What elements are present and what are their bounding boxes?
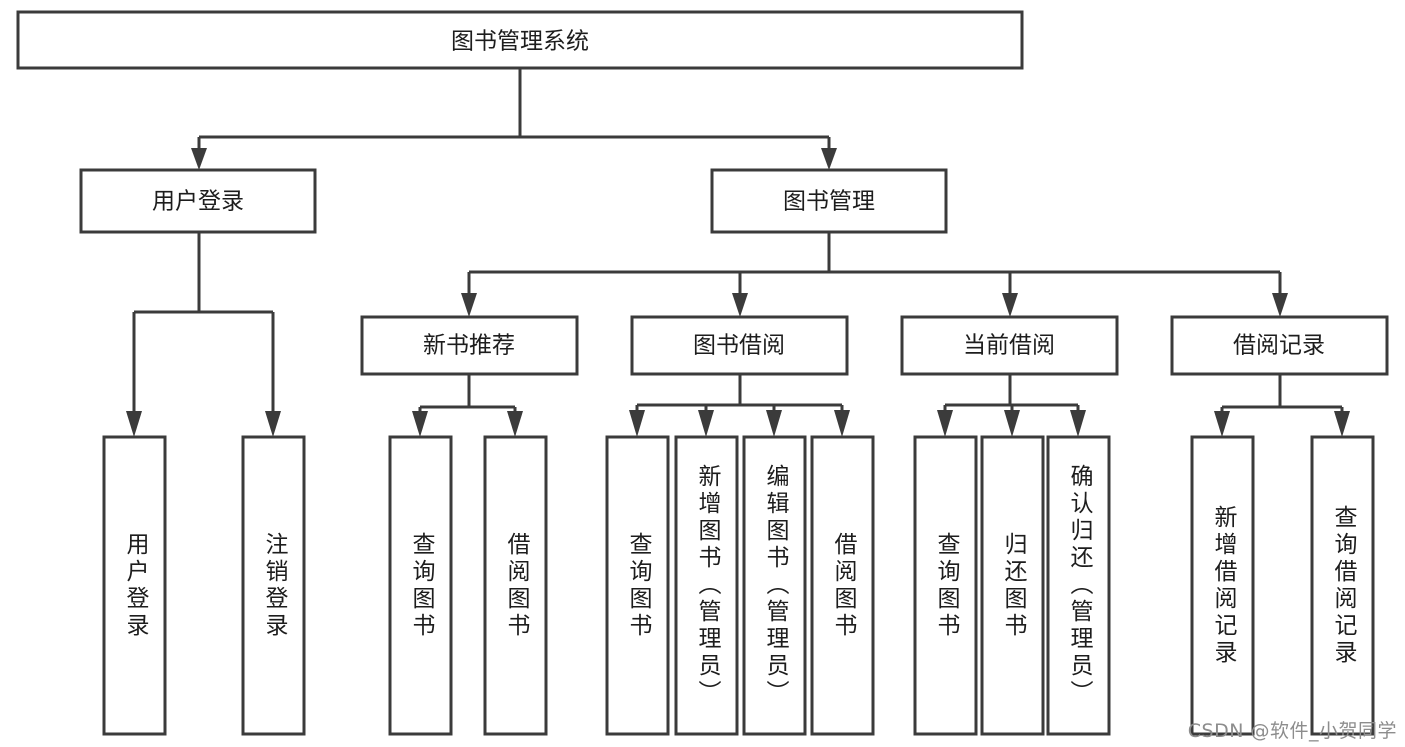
node-user-login[interactable]	[79, 168, 317, 234]
arrowhead-nbr-leaf-2	[507, 411, 523, 437]
connector-group-book-borrow	[629, 374, 850, 437]
node-user-login-label: 用户登录	[152, 189, 244, 215]
arrowhead-bb-leaf-3	[766, 410, 782, 437]
arrowhead-cb-leaf-2	[1004, 410, 1020, 437]
arrowhead-bm-child-1	[461, 293, 477, 317]
arrowhead-ul-leaf-1	[126, 411, 142, 437]
arrowhead-br-leaf-2	[1334, 411, 1350, 437]
node-new-book-rec-label: 新书推荐	[423, 333, 515, 359]
arrowhead-nbr-leaf-1	[412, 411, 428, 437]
leaf-new-book-rec-0[interactable]	[388, 435, 453, 736]
node-root[interactable]	[16, 10, 1024, 70]
leaf-borrow-record-1[interactable]	[1310, 435, 1375, 736]
watermark-text: CSDN @软件_小贺同学	[1187, 720, 1397, 742]
arrowhead-bb-leaf-1	[629, 410, 645, 437]
arrowhead-bm-child-2	[732, 293, 748, 317]
node-borrow-record[interactable]	[1170, 315, 1389, 376]
arrowhead-bb-leaf-2	[698, 410, 714, 437]
leaf-user-login-0[interactable]	[102, 435, 167, 736]
arrowhead-bm-child-4	[1272, 293, 1288, 317]
arrowhead-cb-leaf-1	[937, 410, 953, 437]
arrowhead-cb-leaf-3	[1070, 410, 1086, 437]
connector-group-root	[191, 68, 837, 170]
leaf-current-borrow-2[interactable]	[1046, 435, 1111, 736]
node-book-manage[interactable]	[710, 168, 948, 234]
leaf-current-borrow-0[interactable]	[913, 435, 978, 736]
connector-group-user-login	[126, 232, 281, 437]
node-book-manage-label: 图书管理	[783, 189, 875, 215]
leaf-user-login-1[interactable]	[241, 435, 306, 736]
arrowhead-to-book-manage	[821, 148, 837, 170]
node-root-label: 图书管理系统	[451, 29, 589, 55]
connector-group-current-borrow	[937, 374, 1086, 437]
node-current-borrow[interactable]	[900, 315, 1119, 376]
connector-group-book-manage	[461, 232, 1288, 317]
arrowhead-bb-leaf-4	[834, 410, 850, 437]
leaf-borrow-record-0[interactable]	[1190, 435, 1255, 736]
leaf-book-borrow-0[interactable]	[605, 435, 670, 736]
node-borrow-record-label: 借阅记录	[1233, 333, 1325, 359]
node-current-borrow-label: 当前借阅	[963, 333, 1055, 359]
leaf-book-borrow-3[interactable]	[810, 435, 875, 736]
arrowhead-to-user-login	[191, 148, 207, 170]
connector-group-borrow-record	[1214, 374, 1350, 437]
connector-group-new-book-rec	[412, 374, 523, 437]
leaf-current-borrow-1[interactable]	[980, 435, 1045, 736]
node-new-book-rec[interactable]	[360, 315, 579, 376]
leaf-book-borrow-2[interactable]	[742, 435, 807, 736]
node-book-borrow-label: 图书借阅	[693, 333, 785, 359]
leaf-book-borrow-1[interactable]	[674, 435, 739, 736]
arrowhead-br-leaf-1	[1214, 411, 1230, 437]
leaf-new-book-rec-1[interactable]	[483, 435, 548, 736]
arrowhead-ul-leaf-2	[265, 411, 281, 437]
node-book-borrow[interactable]	[630, 315, 849, 376]
arrowhead-bm-child-3	[1002, 293, 1018, 317]
